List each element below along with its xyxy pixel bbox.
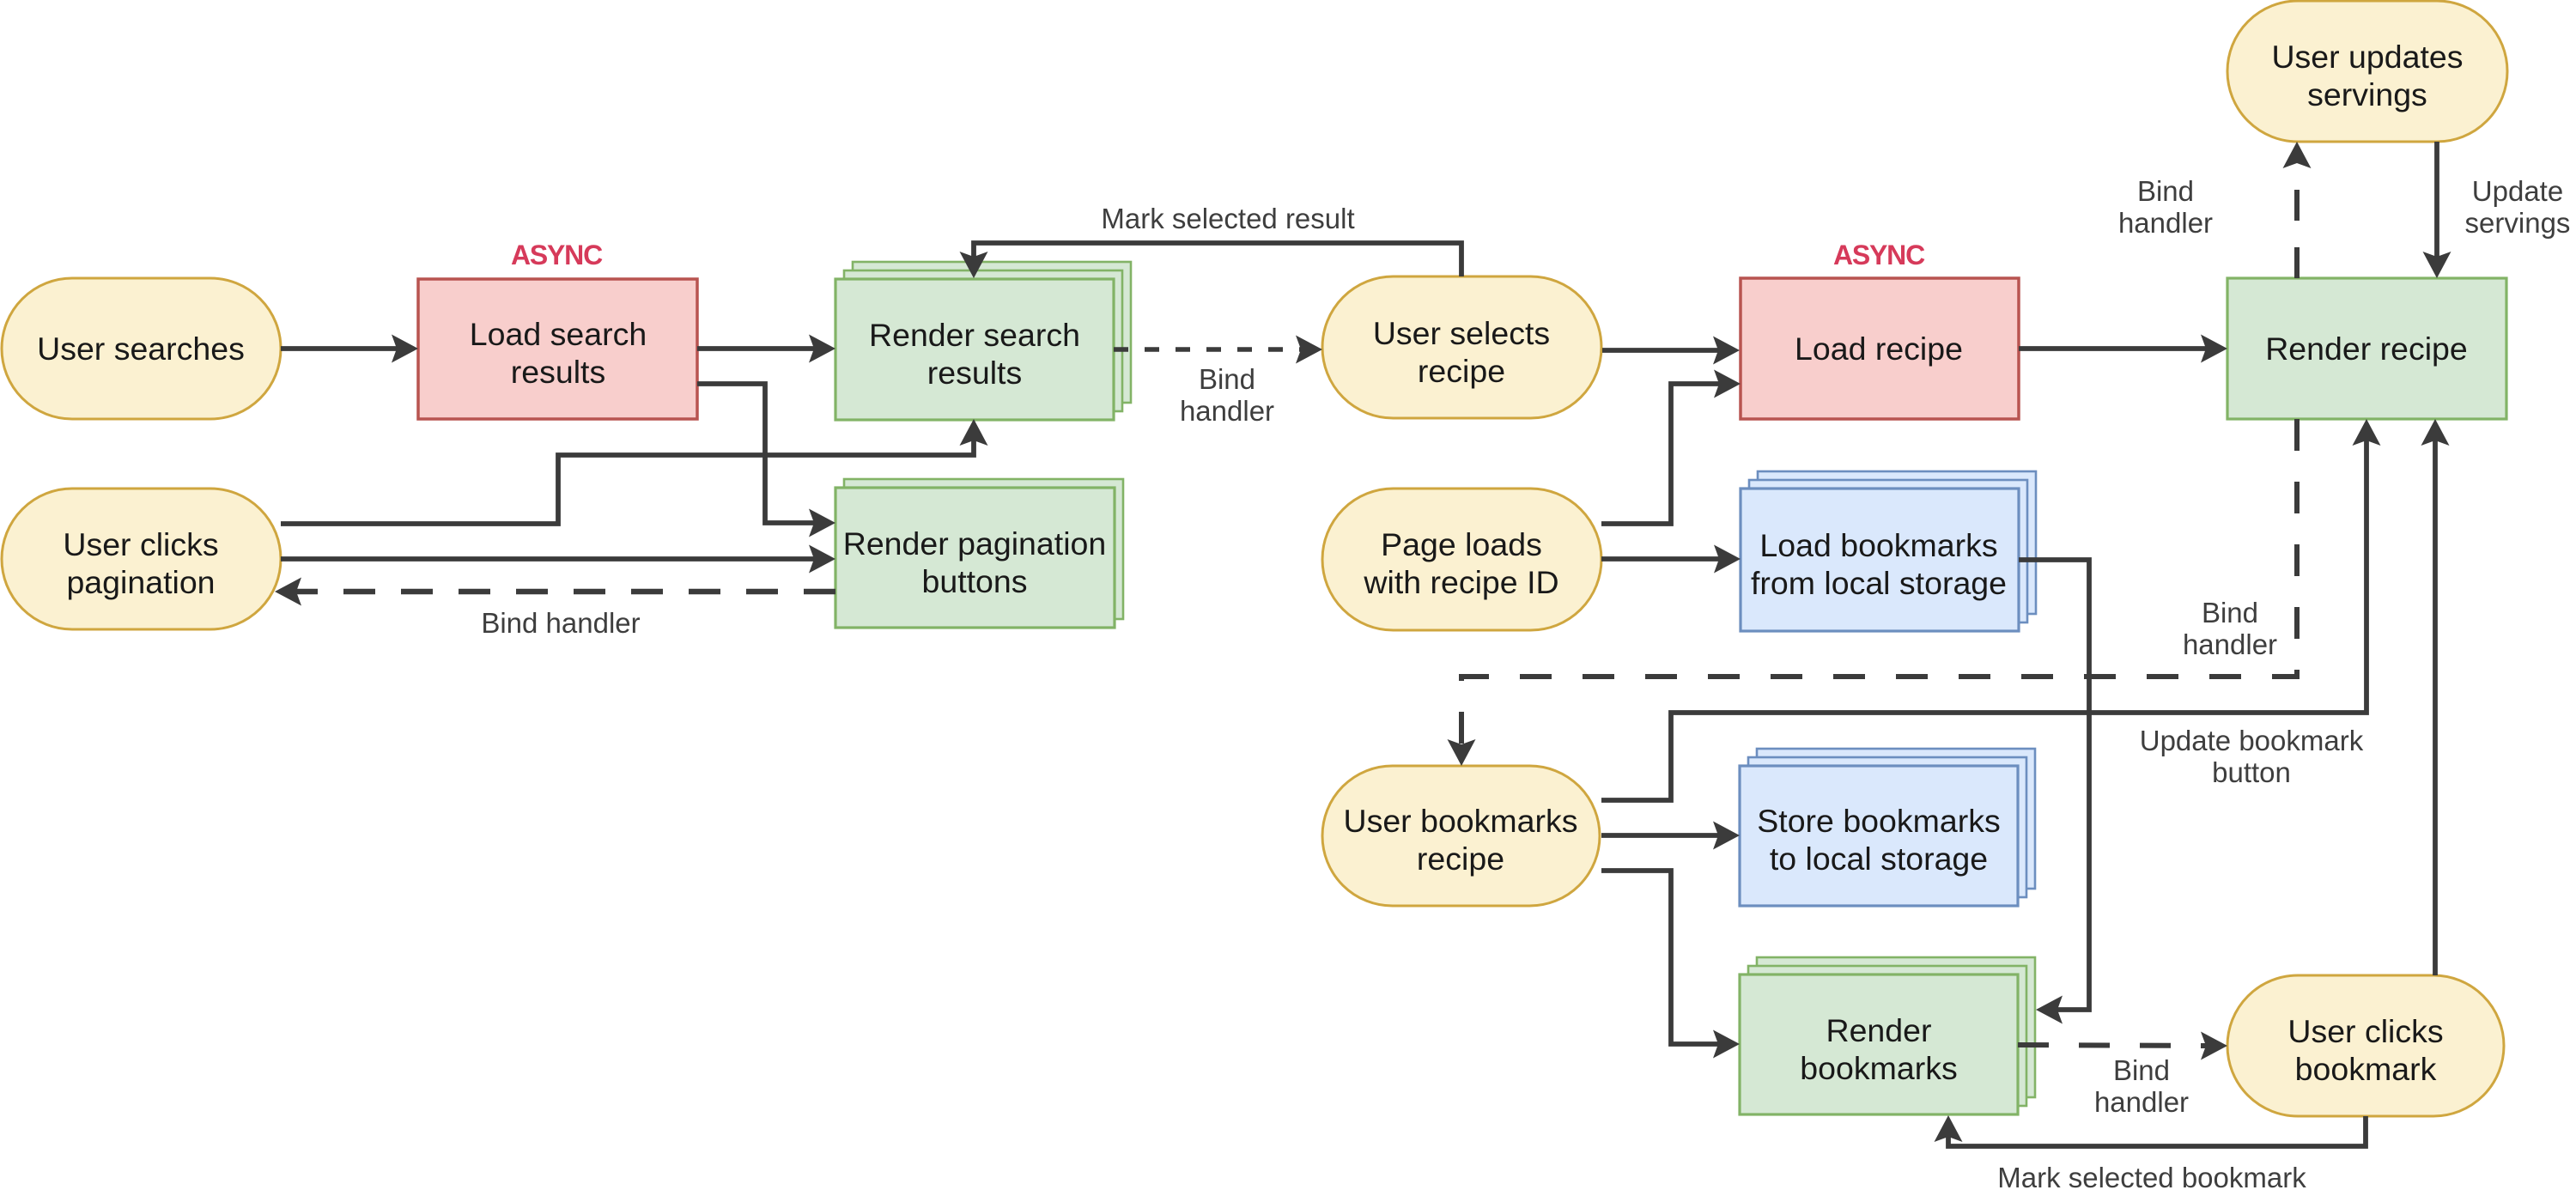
- svg-text:Bind handler: Bind handler: [481, 607, 640, 639]
- svg-text:Bind: Bind: [2113, 1054, 2170, 1086]
- svg-text:recipe: recipe: [1418, 353, 1505, 389]
- svg-text:Store bookmarks: Store bookmarks: [1757, 803, 2000, 839]
- svg-text:User updates: User updates: [2271, 39, 2463, 75]
- svg-text:User bookmarks: User bookmarks: [1344, 803, 1578, 839]
- svg-text:recipe: recipe: [1417, 841, 1504, 877]
- svg-text:Bind: Bind: [2137, 175, 2194, 207]
- svg-text:Update: Update: [2472, 175, 2563, 207]
- svg-text:Load recipe: Load recipe: [1795, 331, 1963, 367]
- svg-text:servings: servings: [2307, 76, 2427, 112]
- svg-text:Render: Render: [1826, 1012, 1932, 1048]
- svg-text:Load bookmarks: Load bookmarks: [1759, 527, 1997, 563]
- svg-text:Mark selected bookmark: Mark selected bookmark: [1997, 1162, 2306, 1190]
- svg-text:Update bookmark: Update bookmark: [2140, 725, 2364, 756]
- svg-text:User searches: User searches: [37, 331, 245, 367]
- svg-text:pagination: pagination: [66, 564, 215, 600]
- svg-text:with recipe ID: with recipe ID: [1363, 564, 1558, 600]
- svg-text:User clicks: User clicks: [63, 526, 218, 562]
- svg-text:bookmarks: bookmarks: [1800, 1050, 1957, 1086]
- svg-text:Render pagination: Render pagination: [843, 525, 1106, 562]
- svg-text:ASYNC: ASYNC: [511, 240, 603, 270]
- svg-text:Bind: Bind: [1199, 363, 1255, 395]
- svg-text:ASYNC: ASYNC: [1833, 240, 1925, 270]
- svg-text:from local storage: from local storage: [1751, 565, 2007, 601]
- svg-text:servings: servings: [2465, 207, 2571, 239]
- svg-text:User clicks: User clicks: [2287, 1013, 2443, 1049]
- svg-text:Render recipe: Render recipe: [2265, 331, 2468, 367]
- svg-text:User selects: User selects: [1373, 315, 1550, 351]
- svg-text:results: results: [511, 354, 605, 390]
- svg-text:button: button: [2212, 756, 2291, 788]
- svg-text:Mark selected result: Mark selected result: [1101, 203, 1354, 234]
- svg-text:handler: handler: [2094, 1086, 2189, 1118]
- svg-text:handler: handler: [1180, 395, 1274, 427]
- svg-text:results: results: [927, 355, 1022, 391]
- svg-text:handler: handler: [2118, 207, 2213, 239]
- svg-text:bookmark: bookmark: [2295, 1051, 2437, 1087]
- svg-text:Load search: Load search: [470, 316, 647, 352]
- svg-text:Bind: Bind: [2202, 597, 2258, 628]
- svg-text:Page loads: Page loads: [1381, 526, 1542, 562]
- svg-text:to local storage: to local storage: [1770, 841, 1988, 877]
- svg-text:buttons: buttons: [921, 563, 1027, 599]
- svg-text:handler: handler: [2183, 628, 2277, 660]
- svg-text:Render search: Render search: [869, 317, 1080, 353]
